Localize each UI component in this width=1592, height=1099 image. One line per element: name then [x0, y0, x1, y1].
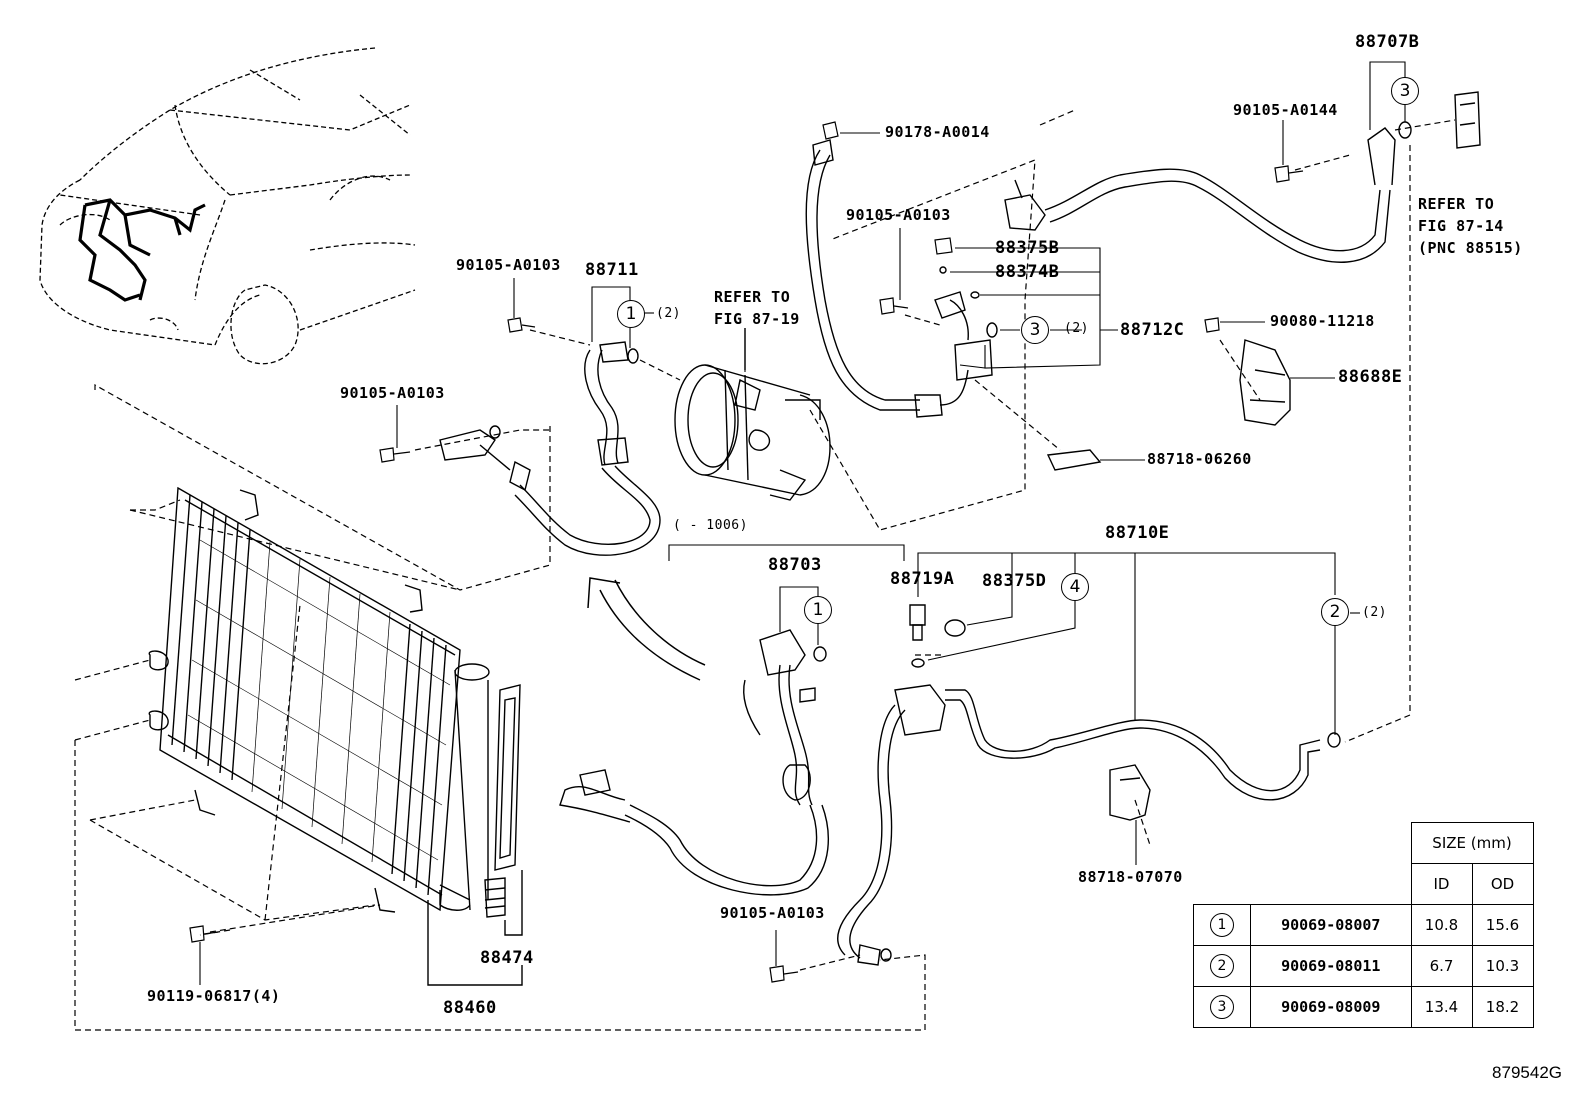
label-88710e: 88710E [1105, 523, 1170, 543]
size-table-od: 10.3 [1471, 945, 1534, 987]
size-table-mark: 3 [1210, 995, 1234, 1019]
car-outline-icon [39, 47, 416, 365]
label-88374b: 88374B [995, 262, 1060, 282]
qty-label-88711: (2) [656, 306, 681, 321]
figure-id: 879542G [1492, 1063, 1562, 1082]
hose-88711-icon [439, 341, 661, 556]
wiring-harness-icon [78, 198, 206, 302]
label-88712c: 88712C [1120, 320, 1185, 340]
o-ring-size-table: SIZE (mm) ID OD 1 90069-08007 10.8 15.6 … [1193, 822, 1534, 1028]
size-table-od: 18.2 [1471, 986, 1534, 1028]
label-88719a: 88719A [890, 569, 955, 589]
label-88375d: 88375D [982, 571, 1047, 591]
clamp-88718-06260-icon [1046, 449, 1102, 471]
label-90119-06817: 90119-06817(4) [147, 987, 281, 1005]
size-table-col-od: OD [1471, 863, 1534, 905]
refer-fig-87-14-line3: (PNC 88515) [1418, 239, 1523, 257]
table-row: 3 90069-08009 13.4 18.2 [1193, 986, 1534, 1028]
callout-1-88711: 1 [617, 300, 645, 328]
bolt-icon [189, 121, 1304, 983]
size-table-header: SIZE (mm) [1410, 822, 1534, 864]
suction-hose-88712c-icon [805, 139, 993, 418]
label-90105-a0103-left: 90105-A0103 [456, 256, 561, 274]
size-table-mark: 1 [1210, 913, 1234, 937]
label-88711: 88711 [585, 260, 639, 280]
label-88375b: 88375B [995, 238, 1060, 258]
pressure-switch-icon [909, 604, 926, 641]
size-table-mark: 2 [1210, 954, 1234, 978]
size-table-part: 90069-08007 [1250, 904, 1412, 946]
qty-label-88710e: (2) [1362, 605, 1387, 620]
callout-2-88710e: 2 [1321, 598, 1349, 626]
label-90105-a0144: 90105-A0144 [1233, 101, 1338, 119]
bracket-88688e-icon [1239, 339, 1291, 426]
size-table-id: 10.8 [1410, 904, 1473, 946]
label-88688e: 88688E [1338, 367, 1403, 387]
callout-4-88710e: 4 [1061, 573, 1089, 601]
callout-3-88707b: 3 [1391, 77, 1419, 105]
qty-label-88712c: (2) [1064, 321, 1089, 336]
liquid-line-88707b-icon [1004, 127, 1396, 263]
label-90105-a0103-bottom: 90105-A0103 [720, 904, 825, 922]
condenser-icon [148, 486, 461, 913]
label-88474: 88474 [480, 948, 534, 968]
table-row: 2 90069-08011 6.7 10.3 [1193, 945, 1534, 987]
label-88718-06260: 88718-06260 [1147, 450, 1252, 468]
o-ring-4-icon [911, 658, 925, 668]
clamp-88718-07070-icon [1109, 764, 1151, 821]
size-table-part: 90069-08011 [1250, 945, 1412, 987]
direction-arrow-icon [587, 577, 706, 681]
size-table-id: 13.4 [1410, 986, 1473, 1028]
hose-88703-icon [559, 629, 830, 896]
table-row: 1 90069-08007 10.8 15.6 [1193, 904, 1534, 946]
size-table-od: 15.6 [1471, 904, 1534, 946]
receiver-tank-icon [439, 663, 490, 911]
desiccant-strainer-icon [484, 684, 521, 918]
label-range-1006: ( - 1006) [673, 518, 748, 533]
line-88710e-icon [837, 684, 1321, 966]
label-88718-07070: 88718-07070 [1078, 868, 1183, 886]
refer-fig-87-14-line2: FIG 87-14 [1418, 217, 1504, 235]
size-table-id: 6.7 [1410, 945, 1473, 987]
callout-1-88703: 1 [804, 596, 832, 624]
refer-fig-87-19-line1: REFER TO [714, 288, 791, 306]
label-90105-a0103-mid: 90105-A0103 [340, 384, 445, 402]
cap-88375d-icon [944, 619, 966, 637]
size-table-part: 90069-08009 [1250, 986, 1412, 1028]
refer-fig-87-14-line1: REFER TO [1418, 195, 1495, 213]
label-88703: 88703 [768, 555, 822, 575]
label-90178-a0014: 90178-A0014 [885, 123, 990, 141]
size-table-col-id: ID [1410, 863, 1473, 905]
compressor-icon [674, 364, 831, 501]
expansion-valve-icon [1454, 91, 1481, 149]
callout-3-88712c: 3 [1021, 316, 1049, 344]
refer-fig-87-19-line2: FIG 87-19 [714, 310, 800, 328]
label-90080-11218: 90080-11218 [1270, 312, 1375, 330]
label-88707b: 88707B [1355, 32, 1420, 52]
label-88460: 88460 [443, 998, 497, 1018]
label-90105-a0103-top: 90105-A0103 [846, 206, 951, 224]
